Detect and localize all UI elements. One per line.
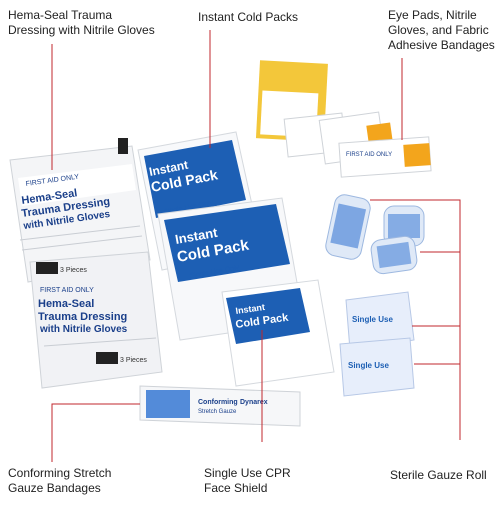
svg-text:Conforming: Conforming	[198, 399, 238, 406]
svg-text:3 Pieces: 3 Pieces	[120, 357, 147, 364]
label-cold-packs: Instant Cold Packs	[198, 10, 299, 24]
gauze-rolls	[325, 194, 425, 275]
label-gauze-roll: Sterile Gauze Roll	[390, 468, 487, 482]
svg-text:Single Use: Single Use	[348, 361, 389, 370]
svg-text:Stretch Gauze: Stretch Gauze	[198, 409, 237, 415]
svg-text:Instant: Instant	[174, 225, 219, 247]
svg-text:FIRST AID ONLY: FIRST AID ONLY	[40, 287, 94, 294]
svg-text:Hema-Seal: Hema-Seal	[38, 298, 94, 310]
svg-text:3 Pieces: 3 Pieces	[60, 267, 87, 274]
svg-text:Trauma Dressing: Trauma Dressing	[38, 311, 127, 323]
svg-text:Instant: Instant	[235, 302, 266, 316]
eye-pad-boxes: FIRST AID ONLY	[255, 60, 432, 178]
label-hema-seal: Hema-Seal Trauma Dressing with Nitrile G…	[8, 8, 155, 37]
label-cpr: Single Use CPR Face Shield	[204, 466, 291, 495]
svg-text:Single Use: Single Use	[352, 315, 393, 324]
svg-text:with Nitrile Gloves: with Nitrile Gloves	[39, 324, 128, 335]
cold-pack-small: Instant Cold Pack	[221, 279, 335, 387]
conforming-gauze-pack: Conforming Stretch Gauze Dynarex	[139, 385, 301, 427]
cpr-shields: Single Use Single Use	[339, 291, 415, 397]
leader-gauze-a	[370, 199, 461, 440]
label-eye-pads: Eye Pads, Nitrile Gloves, and Fabric Adh…	[388, 8, 495, 52]
svg-text:FIRST AID ONLY: FIRST AID ONLY	[346, 152, 392, 158]
svg-text:Dynarex: Dynarex	[240, 399, 268, 406]
leader-conforming	[51, 403, 140, 462]
hema-seal-pack-bottom: 3 Pieces FIRST AID ONLY Hema-Seal Trauma…	[29, 251, 163, 389]
label-conforming: Conforming Stretch Gauze Bandages	[8, 466, 112, 495]
leader-lines	[51, 30, 461, 462]
hema-seal-pack-top: FIRST AID ONLY Hema-Seal Trauma Dressing…	[9, 138, 151, 283]
